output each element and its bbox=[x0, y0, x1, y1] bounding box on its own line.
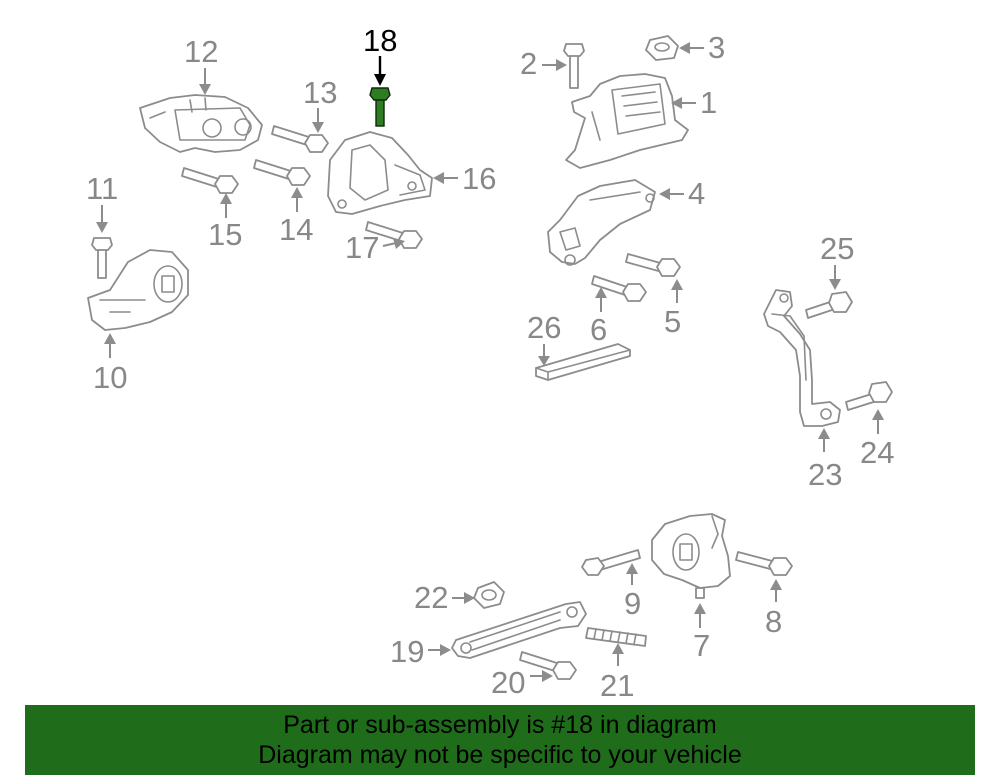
part-11-bolt[interactable] bbox=[91, 237, 113, 279]
part-12-mount-bracket[interactable] bbox=[139, 94, 263, 153]
leader-12 bbox=[199, 68, 211, 95]
callout-8: 8 bbox=[765, 604, 782, 639]
leader-14 bbox=[291, 187, 303, 212]
leader-13 bbox=[312, 108, 324, 133]
info-banner: Part or sub-assembly is #18 in diagram D… bbox=[25, 705, 975, 775]
callout-26: 26 bbox=[527, 310, 561, 345]
leader-19 bbox=[428, 644, 451, 656]
parts-diagram: 12 13 15 14 18 bbox=[86, 23, 894, 703]
part-21-stud[interactable] bbox=[585, 627, 647, 647]
leader-3 bbox=[679, 42, 704, 54]
callout-7: 7 bbox=[693, 628, 710, 663]
callout-17: 17 bbox=[345, 230, 379, 265]
part-9-bolt[interactable] bbox=[581, 549, 641, 576]
leader-11 bbox=[96, 205, 108, 233]
callout-23: 23 bbox=[808, 457, 842, 492]
leader-17 bbox=[382, 238, 405, 249]
part-20-bolt[interactable] bbox=[519, 651, 577, 680]
callout-12: 12 bbox=[184, 34, 218, 69]
part-5-bolt[interactable] bbox=[625, 253, 681, 277]
part-24-bolt[interactable] bbox=[845, 381, 893, 411]
leader-5 bbox=[671, 279, 683, 303]
callout-4: 4 bbox=[688, 176, 705, 211]
callout-25: 25 bbox=[820, 231, 854, 266]
callout-22: 22 bbox=[414, 580, 448, 615]
part-18-bolt-highlighted[interactable] bbox=[369, 87, 391, 127]
leader-21 bbox=[612, 643, 624, 666]
part-23-bracket[interactable] bbox=[763, 289, 841, 427]
callout-6: 6 bbox=[590, 312, 607, 347]
part-4-bracket[interactable] bbox=[547, 179, 656, 266]
part-19-link-bar[interactable] bbox=[451, 601, 587, 659]
callout-10: 10 bbox=[93, 360, 127, 395]
callout-14: 14 bbox=[279, 212, 313, 247]
callout-24: 24 bbox=[860, 435, 894, 470]
leader-2 bbox=[542, 59, 567, 71]
part-15-bolt[interactable] bbox=[181, 167, 239, 194]
callout-16: 16 bbox=[462, 161, 496, 196]
part-1-mount[interactable] bbox=[565, 73, 689, 169]
leader-8 bbox=[770, 579, 782, 602]
leader-26 bbox=[538, 344, 550, 366]
leader-23 bbox=[818, 428, 830, 452]
callout-19: 19 bbox=[390, 634, 424, 669]
leader-1 bbox=[671, 97, 696, 109]
leader-25 bbox=[829, 265, 841, 290]
part-8-bolt[interactable] bbox=[735, 551, 793, 576]
callout-3: 3 bbox=[708, 30, 725, 65]
part-6-bolt[interactable] bbox=[591, 275, 647, 302]
callout-21: 21 bbox=[600, 668, 634, 703]
part-14-bolt[interactable] bbox=[253, 159, 311, 186]
leader-7 bbox=[694, 603, 706, 628]
leader-15 bbox=[220, 193, 232, 218]
part-7-mount[interactable] bbox=[651, 513, 731, 599]
leader-6 bbox=[595, 287, 607, 312]
banner-line-1: Part or sub-assembly is #18 in diagram bbox=[283, 711, 717, 739]
part-25-bolt[interactable] bbox=[805, 291, 853, 319]
leader-9 bbox=[626, 563, 638, 585]
callout-9: 9 bbox=[624, 586, 641, 621]
callout-15: 15 bbox=[208, 217, 242, 252]
part-26-strip[interactable] bbox=[535, 343, 631, 381]
leader-18 bbox=[374, 56, 386, 86]
part-16-mount[interactable] bbox=[327, 131, 433, 215]
callout-1: 1 bbox=[700, 85, 717, 120]
callout-18: 18 bbox=[363, 23, 397, 58]
callout-5: 5 bbox=[664, 304, 681, 339]
banner-line-2: Diagram may not be specific to your vehi… bbox=[258, 741, 742, 769]
part-10-mount[interactable] bbox=[87, 249, 189, 331]
callout-11: 11 bbox=[86, 171, 118, 206]
leader-10 bbox=[104, 333, 116, 358]
leader-22 bbox=[452, 592, 475, 604]
leader-4 bbox=[659, 188, 684, 200]
leader-20 bbox=[530, 670, 553, 682]
part-17-bolt[interactable] bbox=[365, 221, 423, 249]
part-13-bolt[interactable] bbox=[271, 125, 329, 153]
callout-20: 20 bbox=[491, 665, 525, 700]
part-22-nut[interactable] bbox=[473, 581, 505, 609]
callout-13: 13 bbox=[303, 75, 337, 110]
leader-16 bbox=[433, 172, 458, 184]
leader-24 bbox=[872, 409, 884, 434]
part-2-bolt[interactable] bbox=[563, 43, 585, 89]
callout-2: 2 bbox=[520, 46, 537, 81]
part-3-nut[interactable] bbox=[645, 35, 679, 61]
